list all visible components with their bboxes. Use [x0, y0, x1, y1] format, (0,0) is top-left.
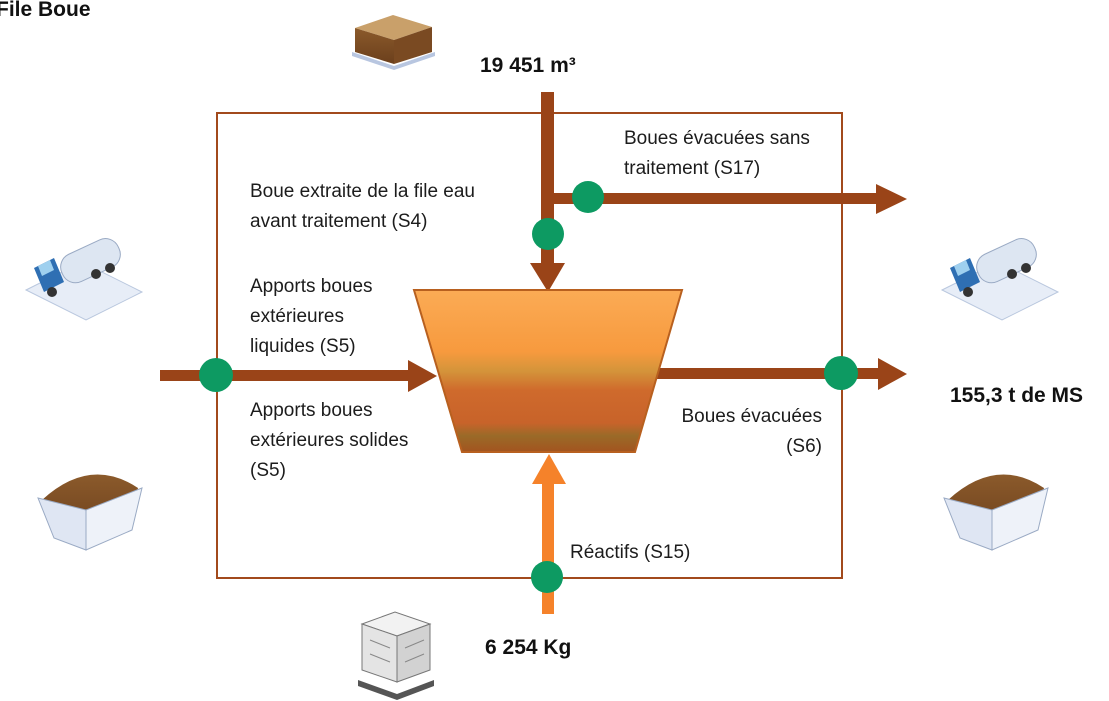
outflow-arrow-s6 — [650, 358, 907, 390]
system-boundary — [216, 112, 843, 579]
flow-label-s4-line1: Boue extraite de la file eau — [250, 181, 475, 202]
flow-label-s5-liquid-line2: extérieures — [250, 306, 344, 327]
flow-label-s5-liquid-line1: Apports boues — [250, 276, 373, 297]
flow-label-s5-solid-line1: Apports boues — [250, 400, 373, 421]
output-dry-matter-label: 155,3 t de MS — [950, 384, 1084, 407]
flow-label-s5-solid-line2: extérieures solides — [250, 430, 409, 451]
measure-point-s6 — [824, 356, 858, 390]
flow-label-s5-liquid-line3: liquides (S5) — [250, 336, 356, 357]
reagents-mass-label: 6 254 Kg — [485, 636, 572, 659]
measure-point-s17 — [572, 181, 604, 213]
input-volume-label: 19 451 m³ — [480, 54, 576, 77]
flow-label-s4-line2: avant traitement (S4) — [250, 211, 428, 232]
inflow-arrow-s4 — [530, 92, 565, 292]
flow-label-s17: Boues évacuées sans traitement (S17) — [624, 124, 810, 184]
flow-label-s6: Boues évacuées (S6) — [640, 402, 823, 462]
flow-label-s5-liquid: Apports boues extérieures liquides (S5) — [250, 272, 373, 362]
treatment-tank — [412, 289, 684, 453]
flow-label-s6-line2: (S6) — [786, 436, 822, 457]
measure-point-s15 — [531, 561, 563, 593]
flow-label-s17-line2: traitement (S17) — [624, 158, 761, 179]
flow-label-s4: Boue extraite de la file eau avant trait… — [250, 177, 475, 237]
measure-point-s5 — [199, 358, 233, 392]
sludge-block-icon — [352, 15, 435, 70]
outflow-arrow-s17 — [554, 184, 907, 214]
measure-point-s4 — [532, 218, 564, 250]
tanker-truck-icon-right — [940, 238, 1060, 321]
flow-label-s6-line1: Boues évacuées — [681, 406, 823, 427]
diagram-title: File Boue — [0, 0, 91, 21]
sludge-skip-icon-left — [37, 474, 143, 551]
flow-label-s5-solid: Apports boues extérieures solides (S5) — [250, 396, 408, 486]
flow-label-s15-line1: Réactifs (S15) — [570, 542, 691, 563]
tanker-truck-icon-left — [24, 238, 144, 321]
flow-label-s5-solid-line3: (S5) — [250, 460, 286, 481]
flow-label-s17-line1: Boues évacuées sans — [624, 128, 810, 149]
inflow-arrow-s5 — [160, 360, 437, 392]
sludge-skip-icon-right — [943, 474, 1049, 551]
flow-label-s15: Réactifs (S15) — [570, 538, 690, 568]
chemical-container-icon — [358, 611, 434, 700]
